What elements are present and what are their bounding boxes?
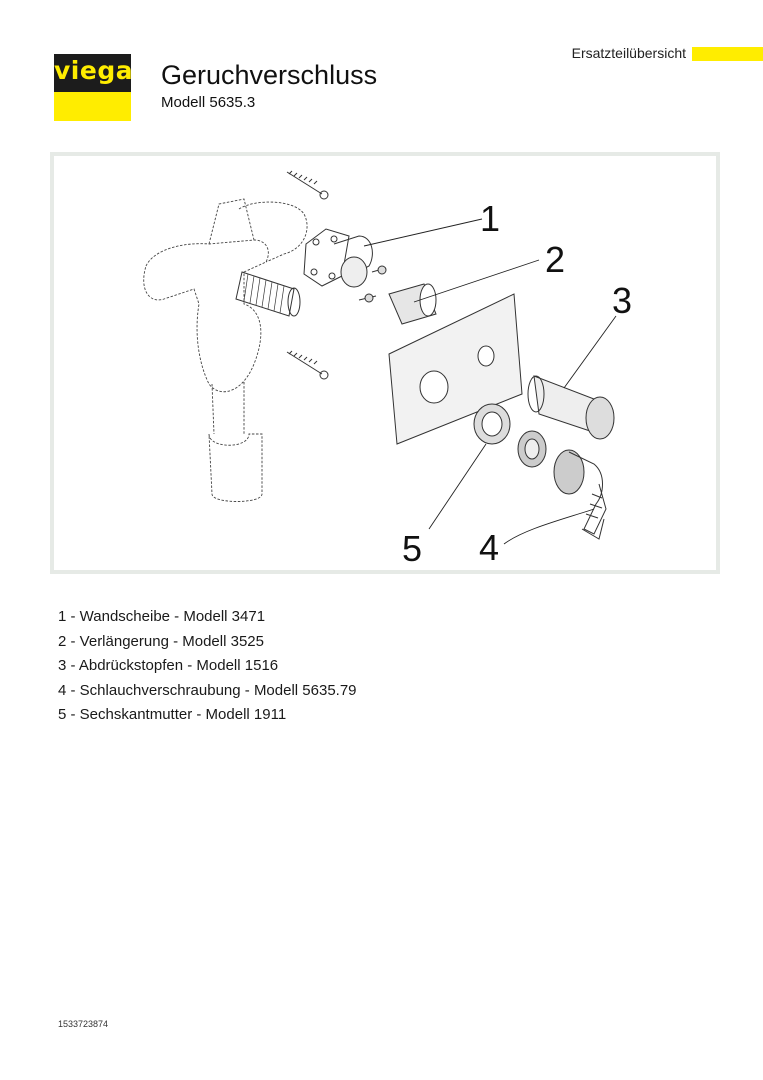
siphon-body [143,239,269,393]
callout-1: 1 [480,198,500,239]
page-title: Geruchverschluss [161,60,378,90]
leader-line-5 [428,443,487,530]
callout-2: 2 [545,239,565,280]
leader-line-2 [413,259,540,303]
siphon-upper [208,198,255,245]
parts-list-item: 3 - Abdrückstopfen - Modell 1516 [58,657,279,674]
logo-wordmark: viega [54,56,134,85]
hose-fitting-nut [553,449,585,495]
screw-lower [286,351,323,375]
leader-line-3 [563,315,617,389]
callout-3: 3 [612,280,632,321]
parts-list: 1 - Wandscheibe - Modell 3471 2 - Verlän… [58,605,357,728]
drain-pipe-end [208,433,263,502]
document-type: Ersatzteilübersicht [571,45,686,61]
leader-line-1 [363,218,483,247]
screw-upper [286,171,323,195]
logo-yellow-block [54,92,131,121]
exploded-view-drawing: 1 2 3 4 5 [143,170,632,569]
callout-5: 5 [402,528,422,569]
parts-list-item: 2 - Verlängerung - Modell 3525 [58,632,264,650]
parts-list-item: 1 - Wandscheibe - Modell 3471 [58,608,266,625]
logo-dark-block [54,54,131,92]
test-plug-cap [585,396,615,440]
hose-fitting-body [568,451,607,535]
drain-pipe [211,382,245,435]
model-number: Modell 5635.3 [161,94,256,111]
leader-line-4 [503,508,595,545]
inlet-opening [287,287,301,317]
exploded-view-figure: 1 2 3 4 5 [50,152,720,574]
parts-list-item: 5 - Sechskantmutter - Modell 1911 [58,706,287,723]
siphon-flange [238,201,308,263]
wall-disc-outlet [340,256,368,288]
viega-logo: viega [54,54,134,121]
threaded-inlet [235,271,295,317]
document-type-bar [692,47,763,61]
callout-4: 4 [479,527,499,568]
parts-list-item: 4 - Schlauchverschraubung - Modell 5635.… [58,681,357,699]
wall-disc-elbow [333,235,373,275]
document-number: 1533723874 [58,1019,109,1029]
